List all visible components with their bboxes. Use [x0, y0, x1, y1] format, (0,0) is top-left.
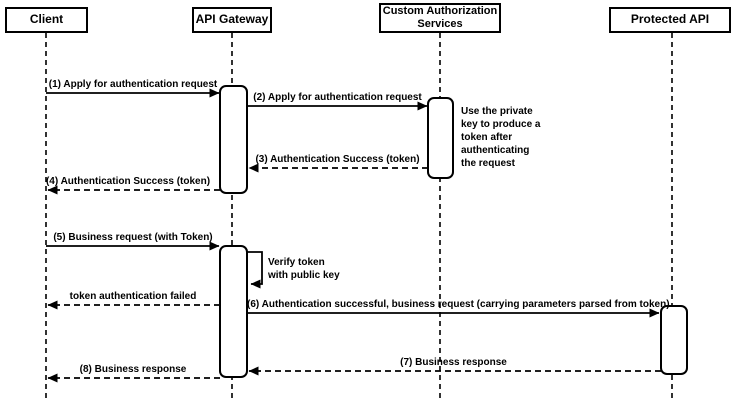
message-label-1: (1) Apply for authentication request [48, 79, 218, 90]
message-label-6: (6) Authentication successful, business … [247, 299, 670, 310]
arrow-self-message [247, 251, 263, 289]
actor-protected-api: Protected API [609, 7, 731, 33]
message-label-8: (8) Business response [79, 364, 187, 375]
actor-client-label: Client [29, 12, 64, 27]
message-label-7: (7) Business response [400, 357, 507, 368]
actor-api-gateway: API Gateway [192, 7, 272, 33]
message-label-2: (2) Apply for authentication request [253, 92, 422, 103]
message-label-5: (5) Business request (with Token) [53, 232, 213, 243]
actor-api-gateway-label: API Gateway [195, 12, 269, 27]
message-label-fail: token authentication failed [69, 291, 197, 302]
activation-bar-api-gateway-1 [219, 85, 248, 194]
message-label-3: (3) Authentication Success (token) [255, 154, 420, 165]
activation-bar-api-gateway-2 [219, 245, 248, 378]
message-label-4: (4) Authentication Success (token) [45, 176, 211, 187]
note-private-key: Use the private key to produce a token a… [461, 106, 541, 169]
activation-bar-custom-authorization [427, 97, 454, 179]
actor-custom-authorization-services: Custom Authorization Services [379, 3, 501, 33]
actor-custom-authorization-services-label: Custom Authorization Services [382, 5, 498, 30]
activation-bar-protected-api [660, 305, 688, 375]
self-message-label: Verify token with public key [268, 257, 340, 281]
actor-client: Client [5, 7, 88, 33]
actor-protected-api-label: Protected API [630, 12, 710, 27]
